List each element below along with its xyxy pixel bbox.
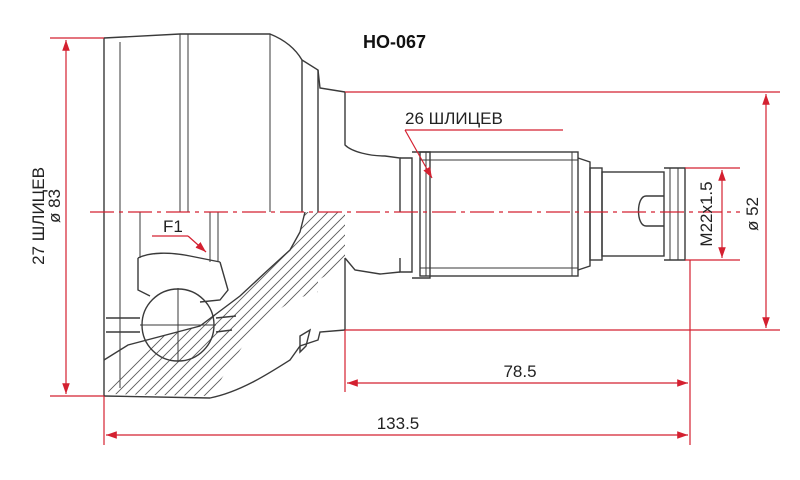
shaft-length-label: 78.5 [503, 362, 536, 381]
section-internals [103, 211, 312, 362]
dimension-lines [50, 37, 780, 445]
part-number-title: HO-067 [363, 32, 426, 52]
f1-label: F1 [163, 217, 183, 236]
thread-label: M22x1.5 [697, 181, 716, 246]
housing-outline [103, 33, 401, 399]
outer-diameter-label: ø 83 [45, 189, 64, 223]
total-length-label: 133.5 [377, 414, 420, 433]
seal-diameter-label: ø 52 [743, 197, 762, 231]
shaft-splines-label: 26 ШЛИЦЕВ [405, 109, 503, 128]
shaft-outline [344, 151, 686, 279]
outer-splines-label: 27 ШЛИЦЕВ [29, 167, 48, 265]
